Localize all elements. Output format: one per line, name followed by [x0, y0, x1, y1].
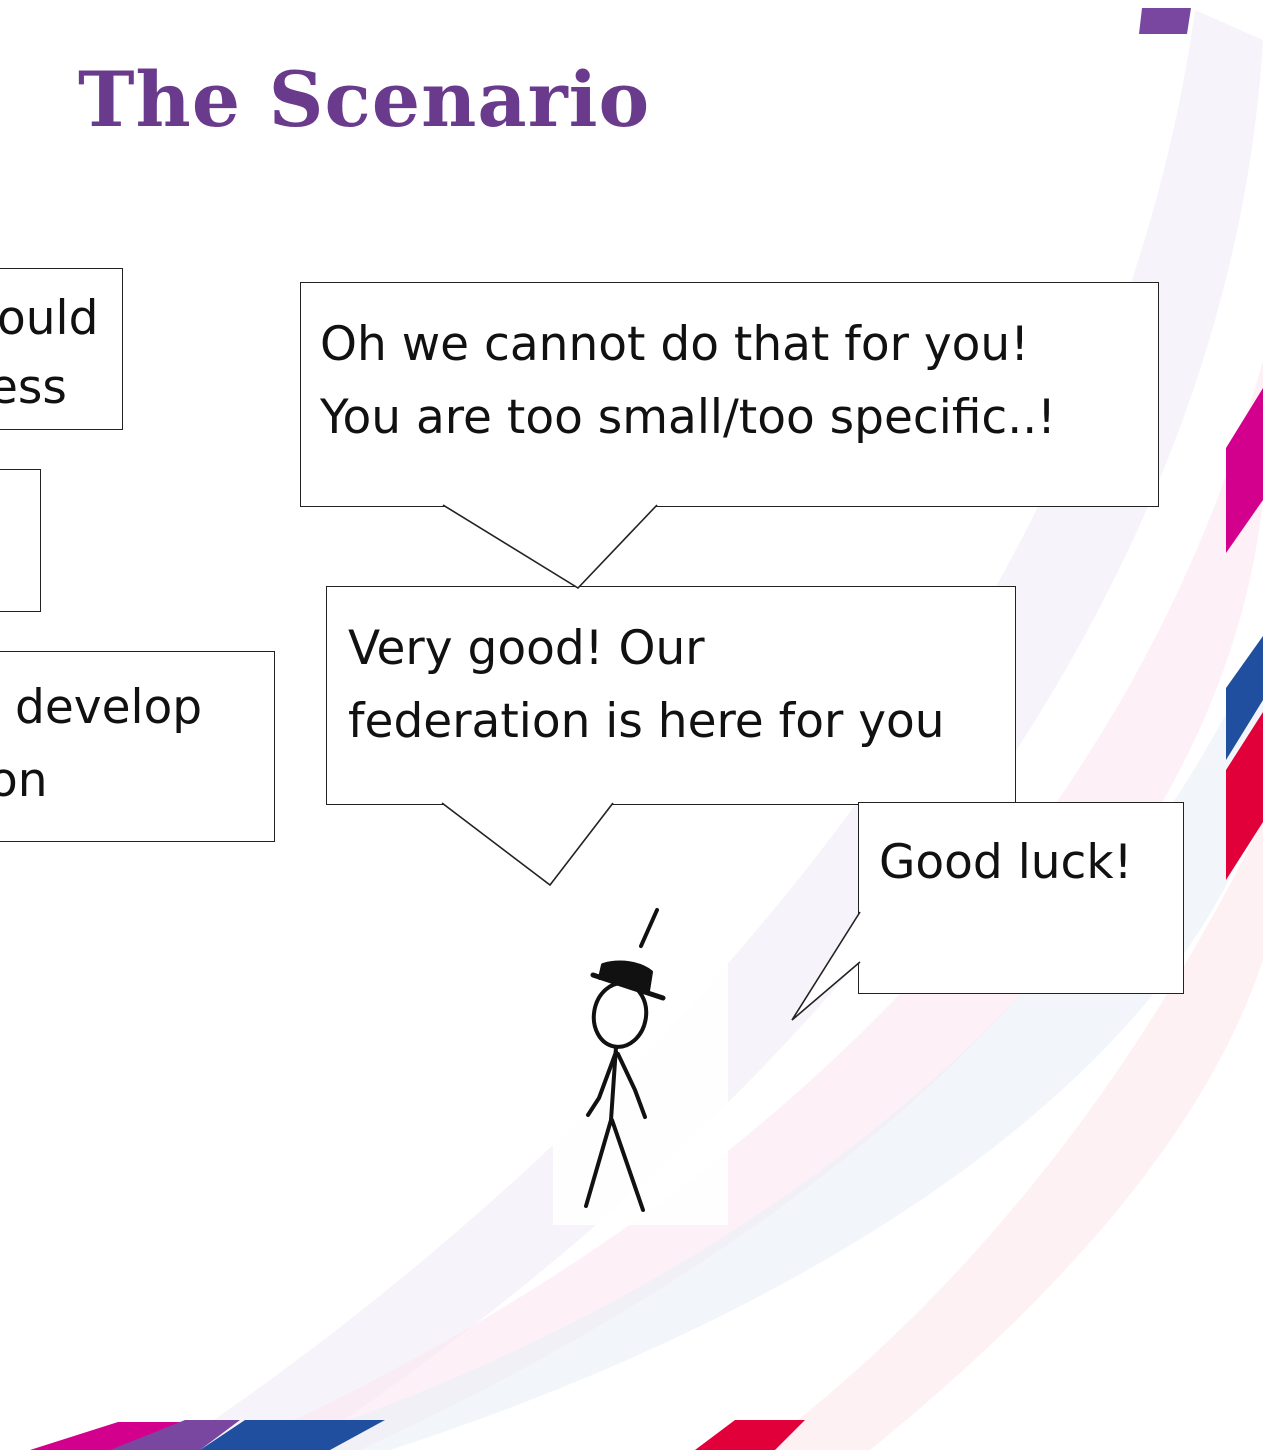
speech-bubble-top-line-1: Oh we cannot do that for you!	[320, 317, 1030, 372]
left-bubble-1: ould ess	[0, 268, 123, 430]
speech-bubble-middle-line-1: Very good! Our	[348, 621, 705, 676]
speech-bubble-right: Good luck!	[858, 802, 1184, 994]
swoosh-rose	[760, 820, 1263, 1450]
stripe-purple-bottom	[110, 1420, 240, 1450]
left-bubble-3-line-1: develop	[15, 680, 203, 735]
left-bubble-3: develop on	[0, 651, 275, 842]
speech-bubble-top-line-2: You are too small/too specific..!	[320, 389, 1056, 445]
stripe-blue-right	[1226, 636, 1263, 760]
stripe-red-right	[1226, 712, 1263, 880]
left-bubble-2	[0, 469, 41, 612]
swoosh-blue	[260, 640, 1263, 1450]
left-bubble-1-line-1: ould	[0, 291, 99, 346]
stripe-red-bottom	[695, 1420, 805, 1450]
stripe-purple-top	[1139, 8, 1191, 34]
stripe-magenta-bottom	[30, 1422, 190, 1450]
speech-bubble-right-line-1: Good luck!	[879, 835, 1133, 890]
left-bubble-3-line-2: on	[0, 752, 48, 808]
figure-backdrop	[553, 880, 728, 1225]
left-bubble-1-line-2: ess	[0, 359, 67, 415]
slide-title: The Scenario	[78, 55, 651, 144]
stripe-blue-bottom	[200, 1420, 385, 1450]
speech-bubble-middle-line-2: federation is here for you	[348, 693, 945, 749]
stripe-magenta-right	[1226, 388, 1263, 553]
speech-bubble-middle: Very good! Our federation is here for yo…	[326, 586, 1016, 805]
speech-bubble-top: Oh we cannot do that for you! You are to…	[300, 282, 1159, 507]
